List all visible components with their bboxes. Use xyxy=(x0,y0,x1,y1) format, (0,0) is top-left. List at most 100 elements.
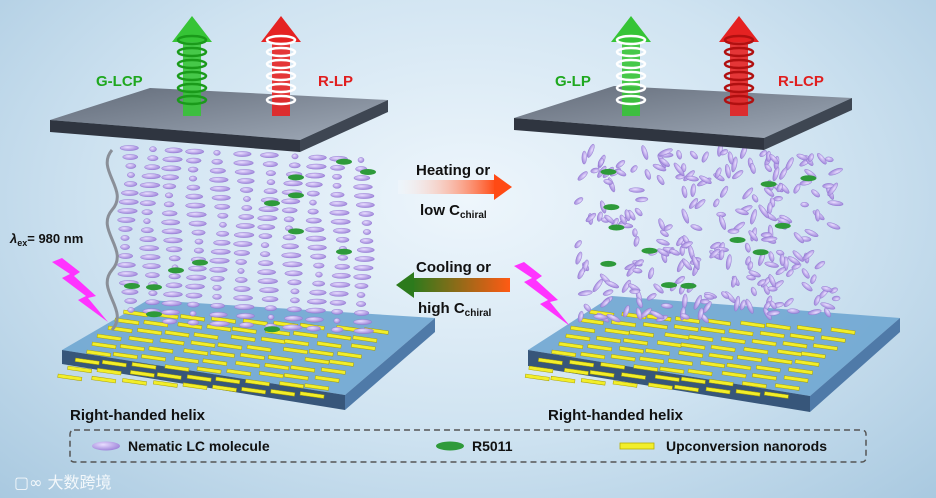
r5011-molecule xyxy=(264,200,280,207)
nanorod xyxy=(329,359,354,367)
nanorod xyxy=(112,351,138,360)
nanorod xyxy=(820,335,846,343)
lc-molecule xyxy=(577,267,585,280)
lc-molecule xyxy=(831,295,841,302)
right-substrate-side xyxy=(528,350,810,412)
lc-molecule xyxy=(332,182,342,189)
lc-molecule xyxy=(742,187,754,200)
left-lc-molecules xyxy=(117,145,376,334)
lc-molecule xyxy=(807,309,822,316)
lc-molecule xyxy=(141,209,153,215)
lc-molecule xyxy=(581,150,587,165)
nanorod xyxy=(767,357,793,365)
nanorod xyxy=(558,341,584,350)
nanorod xyxy=(337,351,362,359)
lc-molecule xyxy=(212,293,222,300)
lc-molecule xyxy=(702,301,712,314)
lc-molecule xyxy=(185,148,205,155)
r5011-molecule xyxy=(641,247,658,254)
nanorod xyxy=(654,374,680,382)
nanorod xyxy=(129,370,155,378)
polarization-ring xyxy=(615,94,647,106)
lc-molecule xyxy=(213,149,221,156)
lc-molecule xyxy=(118,253,133,259)
nanorod xyxy=(737,354,762,363)
lc-molecule xyxy=(161,174,180,181)
nanorod xyxy=(131,362,157,370)
nanorod xyxy=(314,375,340,383)
nanorod xyxy=(550,375,576,384)
lc-molecule xyxy=(307,244,327,251)
lc-molecule xyxy=(801,268,810,279)
nanorod xyxy=(755,365,781,373)
lc-molecule xyxy=(656,238,670,246)
r5011-molecule xyxy=(336,158,352,165)
lc-molecule xyxy=(690,183,696,198)
lc-molecule xyxy=(283,180,303,187)
backward-arrow-body xyxy=(412,278,510,292)
lc-molecule xyxy=(337,254,349,261)
nanorod xyxy=(680,376,706,385)
excitation-label: λex= 980 nm xyxy=(9,231,83,248)
lc-molecule xyxy=(281,252,302,259)
lc-molecule xyxy=(575,251,583,265)
polarization-ring xyxy=(265,34,297,46)
lc-molecule xyxy=(585,212,597,223)
r5011-molecule xyxy=(124,283,140,289)
lc-molecule xyxy=(305,226,325,233)
lc-molecule xyxy=(358,211,374,217)
nanorod xyxy=(751,373,777,381)
r5011-molecule xyxy=(800,175,817,182)
nanorod xyxy=(580,351,606,360)
lc-molecule xyxy=(235,259,247,265)
lc-molecule xyxy=(305,172,326,179)
nanorod xyxy=(164,364,190,372)
lc-molecule xyxy=(282,261,303,268)
excitation-helix xyxy=(105,149,119,332)
lc-molecule xyxy=(632,267,643,274)
nanorod xyxy=(659,366,685,374)
polarization-ring xyxy=(615,58,647,70)
nanorod xyxy=(308,349,334,357)
lc-molecule xyxy=(333,317,341,324)
nanorod xyxy=(264,362,290,371)
lc-molecule xyxy=(604,214,615,224)
lc-molecule xyxy=(161,228,183,235)
lc-molecule xyxy=(329,281,351,288)
nanorod xyxy=(217,342,243,350)
lc-molecule xyxy=(727,151,734,165)
lc-molecule xyxy=(258,206,279,212)
lc-molecule xyxy=(185,202,206,209)
lc-molecule xyxy=(139,245,160,251)
legend-lc-swatch xyxy=(92,441,120,451)
lc-molecule xyxy=(281,198,301,205)
lc-molecule xyxy=(825,156,834,163)
lc-molecule xyxy=(691,255,700,271)
lc-molecule xyxy=(604,280,620,289)
lc-molecule xyxy=(211,158,223,165)
lc-molecule xyxy=(335,236,350,243)
lc-molecule xyxy=(237,268,245,274)
lc-molecule xyxy=(748,230,758,242)
r5011-molecule xyxy=(264,326,280,333)
right-lc-molecules xyxy=(574,143,844,324)
lc-molecule xyxy=(163,237,183,244)
lc-molecule xyxy=(329,299,347,306)
lc-molecule xyxy=(703,294,715,300)
lc-molecule xyxy=(330,218,351,225)
lc-molecule xyxy=(236,313,255,319)
r5011-molecule xyxy=(360,169,376,175)
backward-transition: Cooling or high Cchiral xyxy=(396,259,510,319)
lc-molecule xyxy=(214,203,231,210)
backward-line1: Cooling or xyxy=(416,259,491,276)
lc-molecule xyxy=(260,242,270,248)
polarization-ring xyxy=(176,82,208,94)
lc-molecule xyxy=(306,298,327,305)
lc-molecule xyxy=(117,217,136,223)
lc-molecule xyxy=(718,215,727,230)
nanorod xyxy=(623,338,649,346)
r5011-molecule xyxy=(680,282,697,289)
lc-molecule xyxy=(283,216,295,223)
lc-molecule xyxy=(309,199,317,206)
